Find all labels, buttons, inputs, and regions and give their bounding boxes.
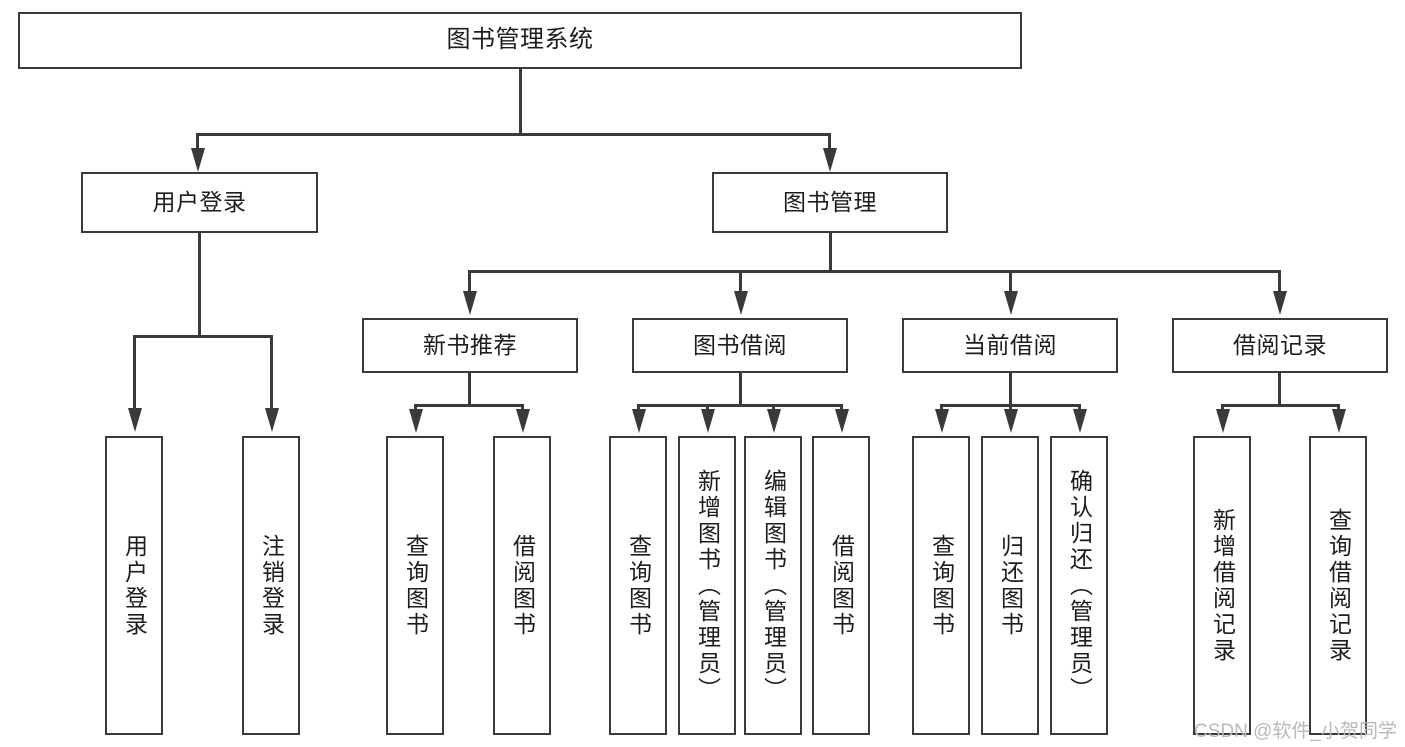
leaf-borrow-book: 借阅图书: [812, 436, 870, 735]
arrowhead-current-borrow: [1004, 291, 1018, 315]
node-label: 图书管理系统: [446, 26, 594, 54]
connector-book-mgmt-to-new-book: [468, 270, 471, 295]
connector-book-mgmt-to-borrow: [739, 270, 742, 295]
leaf-confirm-return-admin: 确认归还（管理员）: [1050, 436, 1108, 735]
arrowhead-borrow-record-leaf-1: [1216, 409, 1230, 433]
connector-book-mgmt-to-record: [1278, 270, 1281, 295]
watermark-text: CSDN @软件_小贺同学: [1194, 721, 1397, 742]
leaf-query-book-current: 查询图书: [912, 436, 970, 735]
node-label: 借阅图书: [509, 533, 536, 638]
node-label: 注销登录: [258, 533, 285, 638]
connector-new-book-bus: [414, 404, 524, 407]
connector-root-to-user-login: [196, 133, 199, 155]
node-label: 图书管理: [783, 188, 877, 215]
leaf-edit-book-admin: 编辑图书（管理员）: [744, 436, 802, 735]
arrowhead-new-book-leaf-1: [409, 409, 423, 433]
arrowhead-book-borrow: [734, 291, 748, 315]
node-label: 图书借阅: [693, 331, 787, 358]
node-label: 确认归还（管理员）: [1066, 468, 1093, 703]
node-label: 查询图书: [928, 533, 955, 638]
node-label: 查询借阅记录: [1325, 507, 1352, 664]
connector-book-mgmt-to-current: [1009, 270, 1012, 295]
node-book-management: 图书管理: [712, 172, 948, 233]
arrowhead-borrow-record: [1273, 291, 1287, 315]
connector-current-borrow-stem: [1009, 373, 1012, 406]
arrowhead-user-login-leaf-1: [128, 408, 142, 432]
node-root-system: 图书管理系统: [18, 12, 1022, 69]
connector-book-borrow-bus: [637, 404, 842, 407]
arrowhead-user-login-leaf-2: [265, 408, 279, 432]
connector-book-mgmt-stem: [829, 233, 832, 272]
node-label: 查询图书: [402, 533, 429, 638]
connector-user-login-stem: [198, 233, 201, 337]
leaf-query-borrow-record: 查询借阅记录: [1309, 436, 1367, 735]
leaf-query-book-recommend: 查询图书: [386, 436, 444, 735]
node-label: 归还图书: [997, 533, 1024, 638]
node-new-book-recommend: 新书推荐: [362, 318, 578, 373]
leaf-logout: 注销登录: [242, 436, 300, 735]
node-label: 编辑图书（管理员）: [760, 468, 787, 703]
node-label: 借阅图书: [828, 533, 855, 638]
leaf-return-book: 归还图书: [981, 436, 1039, 735]
arrowhead-current-borrow-leaf-2: [1004, 409, 1018, 433]
node-label: 查询图书: [625, 533, 652, 638]
node-current-borrow: 当前借阅: [902, 318, 1118, 373]
connector-user-login-bus: [133, 335, 272, 338]
node-book-borrow: 图书借阅: [632, 318, 848, 373]
arrowhead-new-book-recommend: [463, 291, 477, 315]
connector-new-book-stem: [468, 373, 471, 406]
connector-root-bus: [196, 133, 830, 136]
node-label: 当前借阅: [963, 331, 1057, 358]
connector-book-borrow-stem: [739, 373, 742, 406]
arrowhead-book-borrow-leaf-2: [701, 409, 715, 433]
connector-root-to-book-mgmt: [828, 133, 831, 155]
connector-user-login-to-leaf-2: [270, 335, 273, 415]
node-user-login: 用户登录: [81, 172, 318, 233]
leaf-add-book-admin: 新增图书（管理员）: [678, 436, 736, 735]
node-label: 新增借阅记录: [1209, 507, 1236, 664]
arrowhead-borrow-record-leaf-2: [1332, 409, 1346, 433]
node-label: 用户登录: [152, 188, 247, 215]
node-borrow-record: 借阅记录: [1172, 318, 1388, 373]
arrowhead-book-borrow-leaf-3: [767, 409, 781, 433]
connector-book-mgmt-bus: [468, 270, 1280, 273]
leaf-borrow-book-recommend: 借阅图书: [493, 436, 551, 735]
leaf-add-borrow-record: 新增借阅记录: [1193, 436, 1251, 735]
connector-root-stem: [519, 69, 522, 135]
node-label: 新增图书（管理员）: [694, 468, 721, 703]
node-label: 用户登录: [121, 533, 148, 638]
leaf-query-book-borrow: 查询图书: [609, 436, 667, 735]
connector-user-login-to-leaf-1: [133, 335, 136, 415]
arrowhead-root-to-book-mgmt: [823, 148, 837, 172]
arrowhead-current-borrow-leaf-3: [1073, 409, 1087, 433]
arrowhead-book-borrow-leaf-4: [835, 409, 849, 433]
arrowhead-new-book-leaf-2: [516, 409, 530, 433]
leaf-user-login: 用户登录: [105, 436, 163, 735]
arrowhead-current-borrow-leaf-1: [935, 409, 949, 433]
arrowhead-book-borrow-leaf-1: [632, 409, 646, 433]
connector-borrow-record-stem: [1278, 373, 1281, 406]
node-label: 新书推荐: [423, 331, 517, 358]
node-label: 借阅记录: [1233, 331, 1327, 358]
connector-borrow-record-bus: [1221, 404, 1340, 407]
arrowhead-root-to-user-login: [191, 148, 205, 172]
